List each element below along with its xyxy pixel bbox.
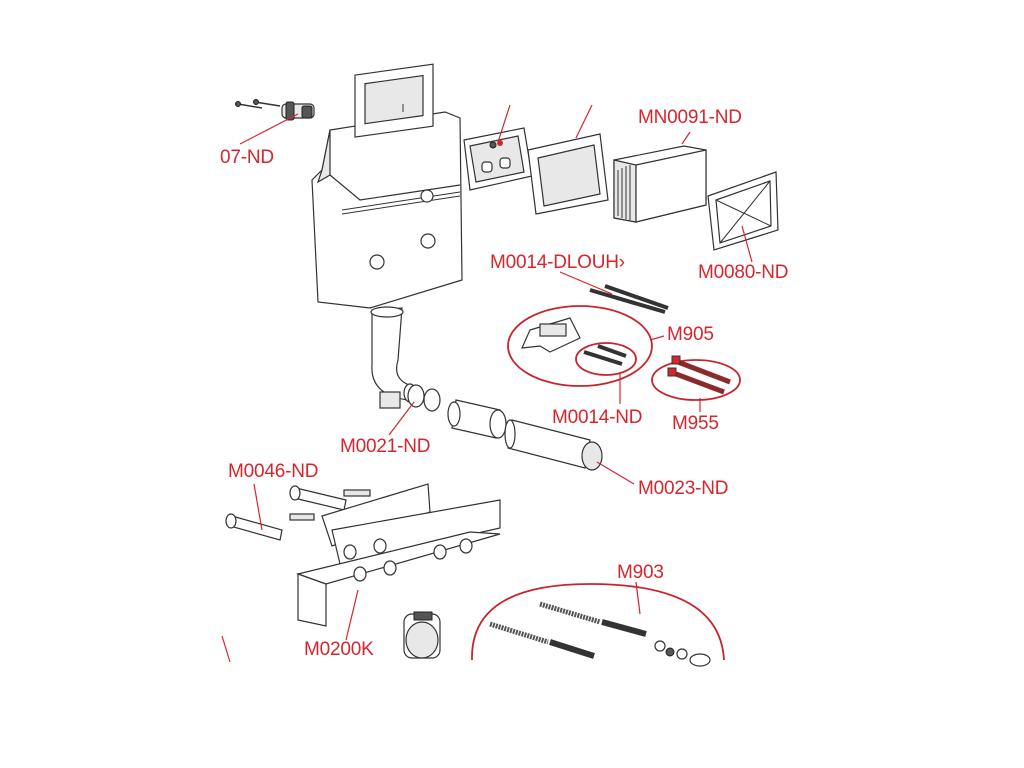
leader-m905 — [649, 335, 665, 341]
screw-set-part — [235, 99, 315, 121]
valve-part — [403, 611, 441, 659]
leader-m0014-dlouh — [559, 271, 613, 295]
label-m955: M955 — [672, 413, 719, 434]
leader-frame — [575, 104, 593, 139]
label-m0021: M0021-ND — [340, 436, 431, 457]
label-m0080: M0080-ND — [698, 262, 789, 283]
group-ring-m905 — [507, 305, 653, 387]
red-rods-part — [667, 355, 731, 395]
valve-bracket-part — [521, 317, 581, 353]
group-ring-m903 — [471, 583, 725, 661]
leader-plate — [497, 104, 511, 143]
label-07nd: 07-ND — [220, 147, 274, 168]
leader-m903 — [635, 581, 641, 615]
label-m0046: M0046-ND — [228, 461, 319, 482]
label-m0014-dlouh: M0014-DLOUH› — [490, 252, 625, 273]
wall-bracket-part — [295, 483, 501, 627]
inspection-box-part — [613, 145, 707, 223]
leader-07nd — [239, 113, 299, 145]
label-m0200k: M0200K — [304, 639, 374, 660]
leader-m0021 — [388, 401, 415, 436]
connector-pipe-part — [447, 399, 507, 439]
label-m905: M905 — [667, 324, 714, 345]
group-ring-m955 — [651, 359, 741, 401]
leader-mn0091 — [681, 131, 691, 145]
group-ring-m0014 — [575, 342, 637, 376]
label-m903: M903 — [617, 562, 664, 583]
outlet-pipe-part — [504, 419, 603, 471]
label-mn0091: MN0091-ND — [638, 107, 742, 128]
cover-frame-part — [707, 171, 779, 251]
long-rods-part — [589, 284, 669, 314]
cistern-tank-part — [311, 63, 463, 309]
anchor-bolts-part — [225, 485, 371, 541]
leader-edge — [221, 635, 231, 663]
threaded-rods-part — [489, 601, 711, 667]
actuator-plate-part — [463, 127, 533, 191]
leader-m0023 — [596, 461, 635, 485]
seal-rings-part — [407, 384, 441, 412]
label-m0023: M0023-ND — [638, 478, 729, 499]
leader-m0080 — [741, 225, 753, 263]
mounting-frame-part — [527, 133, 609, 215]
short-rods-part — [583, 344, 627, 366]
leader-m0200k — [345, 589, 359, 641]
leader-m0046 — [253, 483, 263, 531]
label-m0014: M0014-ND — [552, 407, 643, 428]
